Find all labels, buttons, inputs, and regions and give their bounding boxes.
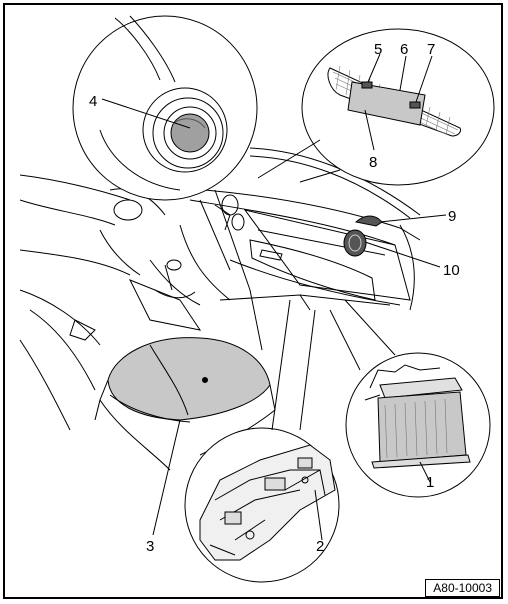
item-9-marker [354, 215, 383, 227]
callout-8: 8 [369, 154, 377, 171]
detail-circle-2 [184, 427, 340, 583]
detail-circle-1 [345, 352, 491, 498]
callout-1: 1 [426, 474, 434, 491]
callout-4: 4 [89, 93, 97, 110]
leader-lines [101, 53, 447, 541]
callout-2: 2 [316, 538, 324, 555]
item-10-vent-marker [343, 229, 367, 257]
figure-reference-code: A80-10003 [425, 579, 500, 597]
detail-circle-4 [72, 15, 258, 201]
callout-10: 10 [443, 262, 460, 279]
seat-illustration [94, 337, 276, 471]
detail-ellipse-5-8 [301, 28, 495, 186]
callout-9: 9 [448, 208, 456, 225]
callout-6: 6 [400, 41, 408, 58]
callout-7: 7 [427, 41, 435, 58]
callout-3: 3 [146, 538, 154, 555]
callout-labels: 4 5 6 7 8 9 10 3 2 1 [89, 41, 460, 555]
callout-5: 5 [374, 41, 382, 58]
